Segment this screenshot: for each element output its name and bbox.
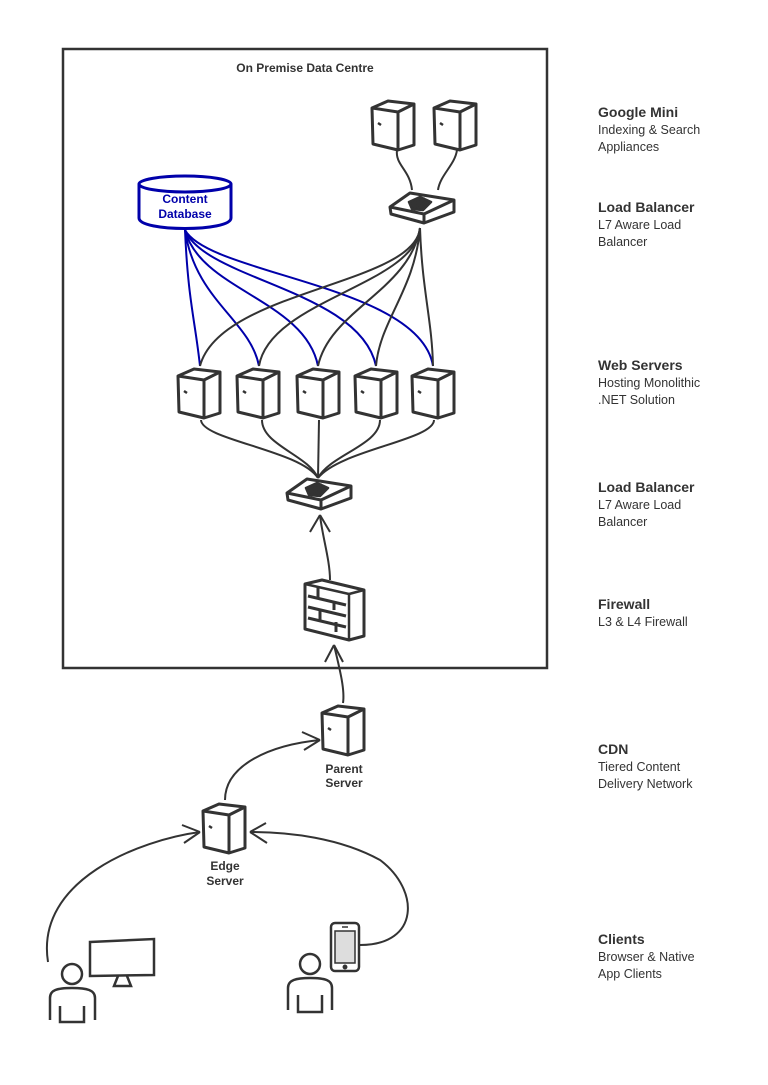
tier-description: Indexing & Search Appliances <box>598 123 701 154</box>
tier-firewall: Firewall L3 & L4 Firewall <box>598 596 763 631</box>
content-database: Content Database <box>137 174 233 230</box>
parent-server-label-line1: Parent <box>325 762 362 776</box>
edge-server-label-line1: Edge <box>210 859 240 873</box>
google-mini-server-icon <box>432 99 478 152</box>
tier-web-servers: Web Servers Hosting Monolithic .NET Solu… <box>598 357 763 409</box>
tier-description: Browser & Native App Clients <box>598 950 695 981</box>
load-balancer-switch-icon <box>285 477 353 511</box>
connections-black <box>45 149 458 963</box>
tier-name: Google Mini <box>598 104 679 120</box>
tier-load-balancer-top: Load Balancer L7 Aware Load Balancer <box>598 199 763 251</box>
web-server-icon <box>410 367 456 420</box>
parent-server-label-line2: Server <box>325 776 363 790</box>
tier-clients: Clients Browser & Native App Clients <box>598 931 763 983</box>
monitor-icon <box>88 937 156 988</box>
tier-description: Tiered Content Delivery Network <box>598 760 693 791</box>
connections-blue <box>184 229 434 367</box>
web-server-icon <box>176 367 222 420</box>
tier-description: Hosting Monolithic .NET Solution <box>598 376 701 407</box>
tier-cdn: CDN Tiered Content Delivery Network <box>598 741 763 793</box>
load-balancer-switch-icon <box>388 191 456 225</box>
datacentre-title: On Premise Data Centre <box>236 61 374 75</box>
web-server-icon <box>295 367 341 420</box>
mobile-user-icon <box>286 952 334 1014</box>
edge-server-icon <box>201 802 247 855</box>
tier-description: L7 Aware Load Balancer <box>598 498 682 529</box>
edge-server-label-line2: Server <box>206 874 244 888</box>
datacentre-boundary <box>61 47 549 670</box>
web-server-icon <box>235 367 281 420</box>
phone-icon <box>329 921 361 973</box>
tier-description: L3 & L4 Firewall <box>598 615 688 629</box>
web-server-icon <box>353 367 399 420</box>
tier-name: Firewall <box>598 596 651 612</box>
firewall-icon <box>303 578 366 642</box>
tier-name: Clients <box>598 931 645 947</box>
google-mini-server-icon <box>370 99 416 152</box>
tier-load-balancer-bottom: Load Balancer L7 Aware Load Balancer <box>598 479 763 531</box>
database-label-line1: Content <box>162 192 207 206</box>
parent-server-icon <box>320 704 366 757</box>
tier-name: Load Balancer <box>598 199 695 215</box>
tier-name: Web Servers <box>598 357 683 373</box>
tier-description: L7 Aware Load Balancer <box>598 218 682 249</box>
desktop-user-icon <box>48 962 97 1024</box>
database-label-line2: Database <box>158 207 212 221</box>
tier-google-mini: Google Mini Indexing & Search Appliances <box>598 104 763 156</box>
tier-name: Load Balancer <box>598 479 695 495</box>
tier-name: CDN <box>598 741 629 757</box>
